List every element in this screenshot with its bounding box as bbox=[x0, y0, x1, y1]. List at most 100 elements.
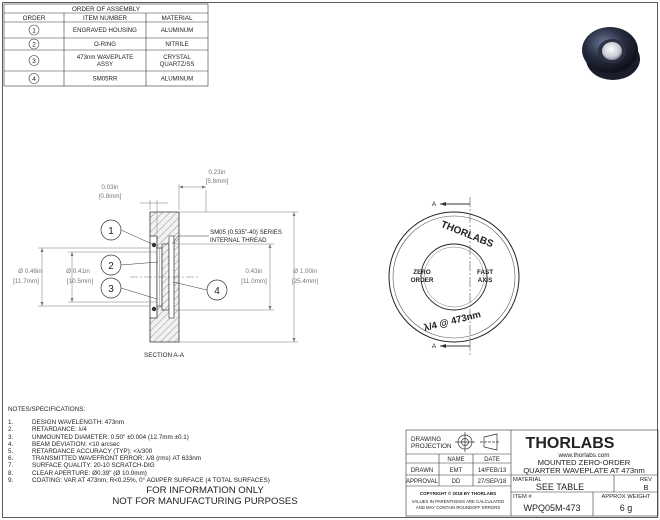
note-item: 5.RETARDANCE ACCURACY (TYP): <λ/300 bbox=[8, 448, 368, 455]
dimension-arrows bbox=[40, 185, 296, 342]
material-label: MATERIAL bbox=[513, 477, 542, 483]
dim-003-in: 0.03in bbox=[101, 184, 119, 191]
notes-list: 1. DESIGN WAVELENGTH: 473nm 2. RETARDANCE: … bbox=[8, 419, 368, 484]
balloon-2-label: 2 bbox=[108, 261, 114, 272]
date-header: DATE bbox=[484, 457, 500, 463]
rev-value: B bbox=[643, 483, 648, 492]
drawn-name: EMT bbox=[450, 468, 463, 474]
material-cell: CRYSTAL bbox=[163, 54, 191, 61]
note-number: 5. bbox=[8, 448, 14, 456]
round-note-line1: VALUES IN PARENTHESIS ARE CALCULATED bbox=[412, 499, 504, 504]
col-header-order: ORDER bbox=[23, 15, 46, 22]
item-label: ITEM # bbox=[513, 494, 532, 500]
section-mark-bottom: A bbox=[432, 343, 437, 350]
section-dimension-lines bbox=[38, 184, 298, 343]
dim-100-mm: [25.4mm] bbox=[292, 278, 318, 285]
note-item: 6. TRANSMITTED WAVEFRONT ERROR: λ/8 (rms)… bbox=[8, 455, 368, 462]
section-mark-top: A bbox=[432, 201, 437, 208]
disclaimer-line1: FOR INFORMATION ONLY bbox=[146, 485, 264, 496]
material-value: SEE TABLE bbox=[536, 482, 584, 492]
item-number-cell: SM05RR bbox=[93, 76, 118, 83]
note-item: 8. CLEAR APERTURE: Ø0.39" (Ø 10.0mm) bbox=[8, 470, 368, 477]
note-number: 8. bbox=[8, 469, 14, 477]
title-line1: MOUNTED ZERO-ORDER bbox=[538, 458, 631, 467]
material-cell: QUARTZ/SS bbox=[160, 61, 195, 68]
thread-note-line1: SM05 (0.535"-40) SERIES bbox=[210, 229, 282, 236]
note-item: 4.BEAM DEVIATION: <10 arcsec bbox=[8, 441, 368, 448]
approval-name: DD bbox=[452, 479, 461, 485]
material-cell: ALUMINUM bbox=[161, 76, 194, 83]
engraving-axis: AXIS bbox=[478, 277, 493, 284]
product-render bbox=[582, 27, 640, 80]
item-value: WPQ05M-473 bbox=[523, 503, 580, 513]
round-note-line2: AND MAY CONTAIN ROUNDOFF ERRORS bbox=[416, 505, 501, 510]
note-text: RETARDANCE: λ/4 bbox=[32, 426, 87, 434]
item-number-cell: ASSY bbox=[97, 61, 113, 68]
rev-label: REV bbox=[640, 477, 652, 483]
item-number-cell: O-RING bbox=[94, 41, 116, 48]
note-text: UNMOUNTED DIAMETER: 0.50" ±0.004 (12.7mm… bbox=[32, 433, 189, 441]
engraving-zero: ZERO bbox=[413, 269, 431, 276]
title-line2: QUARTER WAVEPLATE AT 473nm bbox=[523, 466, 645, 475]
front-view bbox=[388, 197, 520, 357]
note-item: 3.UNMOUNTED DIAMETER: 0.50" ±0.004 (12.7… bbox=[8, 434, 368, 441]
dim-043-mm: [11.0mm] bbox=[241, 278, 267, 285]
weight-value: 6 g bbox=[620, 503, 633, 513]
note-text: TRANSMITTED WAVEFRONT ERROR: λ/8 (rms) A… bbox=[32, 455, 201, 463]
col-header-material: MATERIAL bbox=[161, 15, 193, 22]
dim-041-mm: [10.5mm] bbox=[67, 278, 93, 285]
order-number: 3 bbox=[32, 58, 36, 65]
dim-043-in: 0.43in bbox=[245, 268, 263, 275]
thorlabs-logo: THORLABS bbox=[526, 435, 615, 452]
website: www.thorlabs.com bbox=[557, 452, 609, 459]
balloon-3 bbox=[100, 277, 122, 299]
note-item: 7.SURFACE QUALITY: 20-10 SCRATCH-DIG bbox=[8, 462, 368, 469]
dim-003-mm: [0.8mm] bbox=[99, 193, 122, 200]
item-number-cell: 473nm WAVEPLATE bbox=[77, 54, 133, 61]
assembly-table bbox=[3, 3, 209, 87]
note-text: CLEAR APERTURE: Ø0.39" (Ø 10.0mm) bbox=[32, 469, 147, 477]
drawn-label: DRAWN bbox=[411, 468, 433, 474]
note-number: 1. bbox=[8, 419, 14, 427]
dim-023-mm: [5.8mm] bbox=[206, 178, 229, 185]
engraving-fast: FAST bbox=[477, 269, 493, 276]
section-view bbox=[130, 211, 200, 343]
note-text: DESIGN WAVELENGTH: 473nm bbox=[32, 419, 125, 427]
projection-label-line2: PROJECTION bbox=[411, 443, 452, 450]
order-circle bbox=[28, 24, 40, 36]
order-circle bbox=[28, 38, 40, 50]
dim-100-in: Ø 1.00in bbox=[293, 268, 317, 275]
note-number: 6. bbox=[8, 455, 14, 463]
drawn-date: 14/FEB/13 bbox=[478, 468, 507, 474]
approval-date: 27/SEP/18 bbox=[478, 479, 507, 485]
note-item: 9.COATING: VAR AT 473nm, R<0.25%, 0° AOI… bbox=[8, 477, 368, 484]
balloon-3-label: 3 bbox=[108, 284, 114, 295]
item-number-cell: ENGRAVED HOUSING bbox=[73, 27, 137, 34]
assembly-title: ORDER OF ASSEMBLY bbox=[72, 6, 141, 13]
dim-046-in: Ø 0.46in bbox=[18, 268, 42, 275]
order-circle bbox=[28, 55, 40, 66]
balloon-leaders bbox=[120, 229, 208, 300]
note-text: SURFACE QUALITY: 20-10 SCRATCH-DIG bbox=[32, 462, 155, 470]
note-item: 2. RETARDANCE: λ/4 bbox=[8, 426, 368, 433]
note-text: COATING: VAR AT 473nm, R<0.25%, 0° AOI/P… bbox=[32, 476, 270, 484]
notes-section: NOTES/SPECIFICATIONS: 1.DESIGN WAVELENGT… bbox=[8, 406, 368, 484]
disclaimer-line2: NOT FOR MANUFACTURING PURPOSES bbox=[112, 495, 298, 507]
order-number: 2 bbox=[32, 41, 36, 48]
balloon-2 bbox=[100, 254, 122, 276]
material-cell: NITRILE bbox=[165, 41, 188, 48]
disclaimer: FOR INFORMATION ONLY NOT FOR MANUFACTURI… bbox=[100, 485, 310, 507]
dim-046-mm: [11.7mm] bbox=[13, 278, 39, 285]
third-angle-projection-icon bbox=[455, 432, 500, 452]
balloon-4 bbox=[206, 279, 228, 301]
name-header: NAME bbox=[447, 457, 464, 463]
note-number: 4. bbox=[8, 440, 14, 448]
note-number: 2. bbox=[8, 426, 14, 434]
material-cell: ALUMINUM bbox=[161, 27, 194, 34]
engraving-order: ORDER bbox=[411, 277, 434, 284]
thread-note-line2: INTERNAL THREAD bbox=[210, 237, 267, 244]
title-block bbox=[405, 429, 659, 517]
